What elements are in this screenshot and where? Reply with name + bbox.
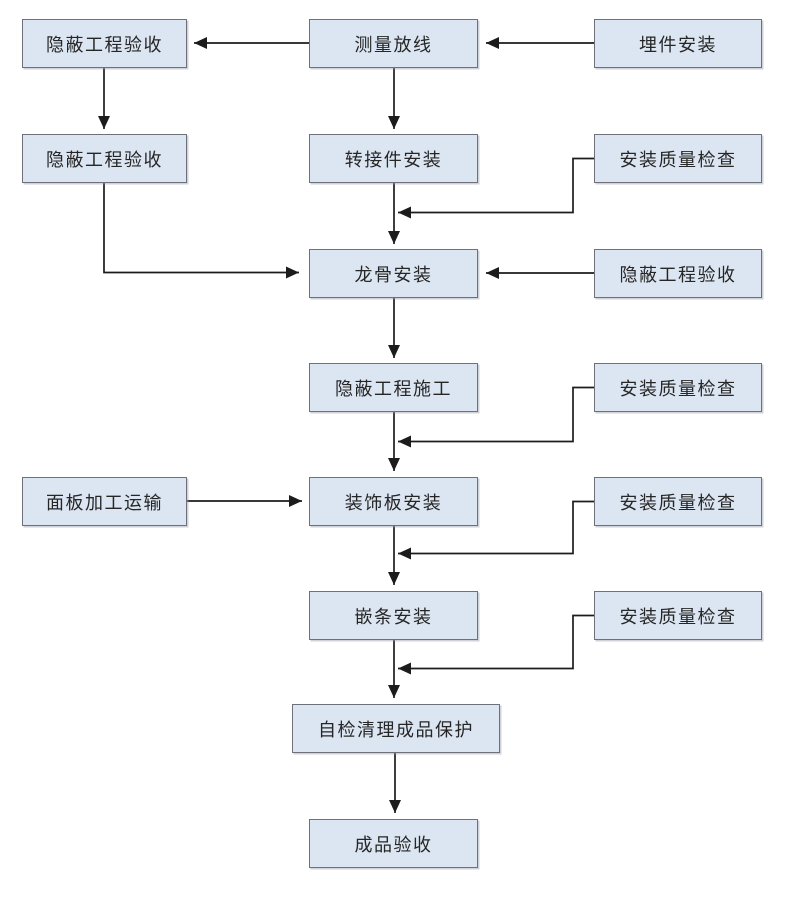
flow-node-keel-install: 龙骨安装 xyxy=(309,249,478,298)
node-label: 埋件安装 xyxy=(639,34,717,55)
flow-node-self-check-cleanup-protection: 自检清理成品保护 xyxy=(292,704,500,753)
node-label: 装饰板安装 xyxy=(344,492,443,513)
node-label: 嵌条安装 xyxy=(354,606,433,627)
edge-check2-join xyxy=(398,386,594,448)
node-label: 转接件安装 xyxy=(344,149,443,170)
node-label: 安装质量检查 xyxy=(619,149,737,170)
flow-node-hidden-acceptance-1: 隐蔽工程验收 xyxy=(22,19,187,68)
flow-node-install-quality-check-1: 安装质量检查 xyxy=(594,134,762,183)
node-label: 隐蔽工程施工 xyxy=(335,378,452,399)
node-label: 隐蔽工程验收 xyxy=(619,264,737,285)
flow-node-hidden-acceptance-3: 隐蔽工程验收 xyxy=(594,249,762,298)
node-label: 面板加工运输 xyxy=(46,492,163,513)
node-label: 安装质量检查 xyxy=(619,492,737,513)
flow-node-install-quality-check-3: 安装质量检查 xyxy=(594,477,762,526)
edge-check1-join xyxy=(398,157,594,219)
flow-node-install-quality-check-4: 安装质量检查 xyxy=(594,591,762,640)
node-label: 成品验收 xyxy=(354,834,433,855)
flow-node-install-quality-check-2: 安装质量检查 xyxy=(594,363,762,412)
flow-node-decorative-panel-install: 装饰板安装 xyxy=(309,477,478,526)
flow-node-hidden-works-construction: 隐蔽工程施工 xyxy=(309,363,478,412)
node-label: 隐蔽工程验收 xyxy=(46,34,163,55)
edge-check3-join xyxy=(398,500,594,560)
flow-node-panel-processing-transport: 面板加工运输 xyxy=(22,477,187,526)
flow-node-survey-layout: 测量放线 xyxy=(309,19,478,68)
flow-node-hidden-acceptance-2: 隐蔽工程验收 xyxy=(22,134,187,183)
flow-node-strip-install: 嵌条安装 xyxy=(309,591,478,640)
node-label: 自检清理成品保护 xyxy=(318,719,474,740)
flow-node-embedded-parts-install: 埋件安装 xyxy=(594,19,762,68)
flow-node-adapter-install: 转接件安装 xyxy=(309,134,478,183)
flow-node-finished-product-acceptance: 成品验收 xyxy=(309,819,478,868)
edge-hidden2-to-keel xyxy=(103,183,299,279)
node-label: 安装质量检查 xyxy=(619,378,737,399)
edge-check4-join xyxy=(398,614,594,675)
node-label: 安装质量检查 xyxy=(619,606,737,627)
node-label: 测量放线 xyxy=(354,34,433,55)
node-label: 隐蔽工程验收 xyxy=(46,149,163,170)
node-label: 龙骨安装 xyxy=(354,264,433,285)
